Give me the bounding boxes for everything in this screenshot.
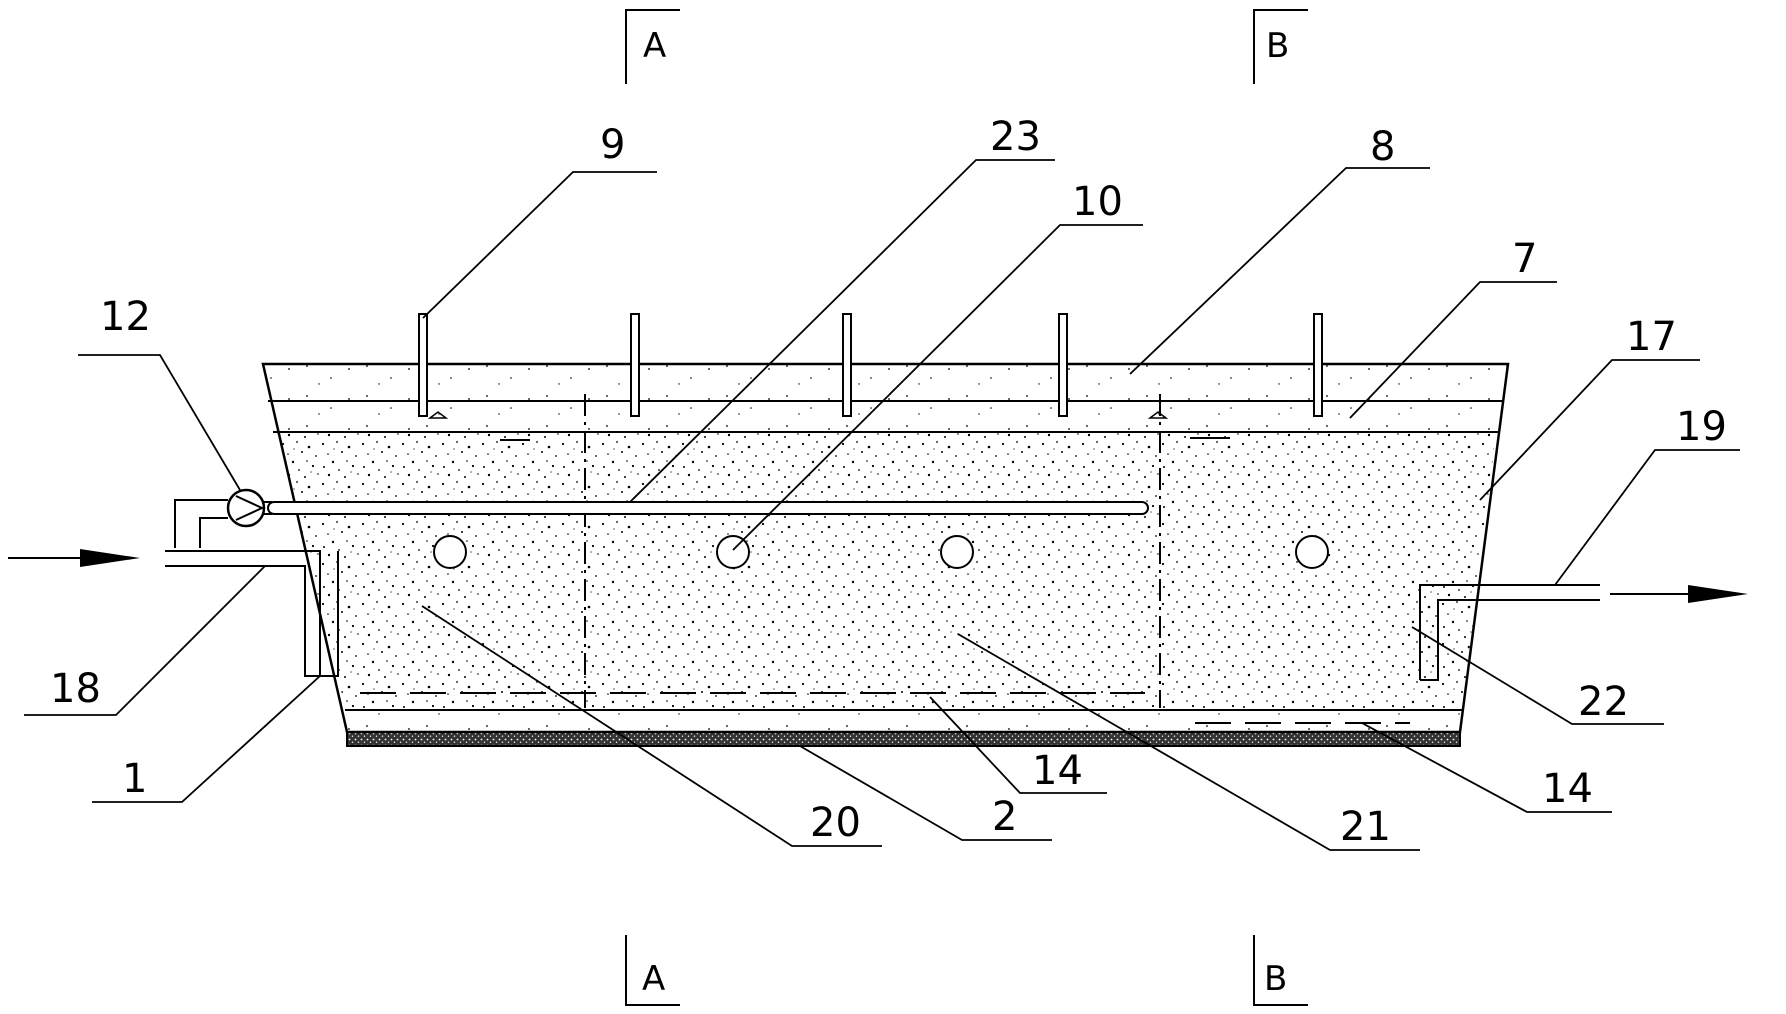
sampling-port <box>716 535 750 569</box>
callout-20: 20 <box>810 800 861 846</box>
vent-pipe <box>1058 313 1068 417</box>
callout-1: 1 <box>122 756 147 802</box>
vent-pipes <box>418 313 1323 417</box>
recirculation-pipe <box>267 501 1149 515</box>
callout-23: 23 <box>990 114 1041 160</box>
sampling-port <box>940 535 974 569</box>
callout-19: 19 <box>1676 404 1727 450</box>
bottom-gravel-layer <box>346 710 1462 732</box>
base-layer <box>346 731 1461 747</box>
section-marker-bottom-right: B <box>1264 959 1287 999</box>
filter-media-layer <box>277 432 1496 710</box>
callout-14-upper: 14 <box>1032 748 1083 794</box>
leader-lines <box>24 159 1740 851</box>
callout-12: 12 <box>100 294 151 340</box>
sampling-port <box>1295 535 1329 569</box>
section-marker-bottom-left: A <box>642 959 665 999</box>
callout-21: 21 <box>1340 804 1391 850</box>
outlet <box>1419 584 1748 681</box>
pump-and-inlet <box>8 488 339 677</box>
vent-pipe <box>418 313 428 417</box>
vent-pipe <box>842 313 852 417</box>
callout-7: 7 <box>1512 236 1537 282</box>
section-markers: A B A B <box>625 9 1308 1006</box>
pump-icon <box>226 488 266 528</box>
sampling-ports <box>433 535 1329 569</box>
callout-22: 22 <box>1578 679 1629 725</box>
callout-9: 9 <box>600 122 625 168</box>
callout-17: 17 <box>1626 314 1677 360</box>
section-marker-top-left: A <box>643 26 666 66</box>
callout-8: 8 <box>1370 124 1395 170</box>
inlet-arrow-icon <box>80 549 140 567</box>
vent-pipe <box>1313 313 1323 417</box>
callout-18: 18 <box>50 666 101 712</box>
section-marker-top-right: B <box>1266 26 1289 66</box>
outlet-arrow-icon <box>1688 585 1748 603</box>
vent-pipe <box>630 313 640 417</box>
outlet-pipe <box>1420 599 1600 681</box>
callout-14-lower: 14 <box>1542 766 1593 812</box>
sampling-port <box>433 535 467 569</box>
callout-10: 10 <box>1072 179 1123 225</box>
callout-2: 2 <box>992 794 1017 840</box>
callout-labels: 9 23 10 8 7 12 17 19 18 1 22 20 2 14 21 … <box>50 114 1727 850</box>
